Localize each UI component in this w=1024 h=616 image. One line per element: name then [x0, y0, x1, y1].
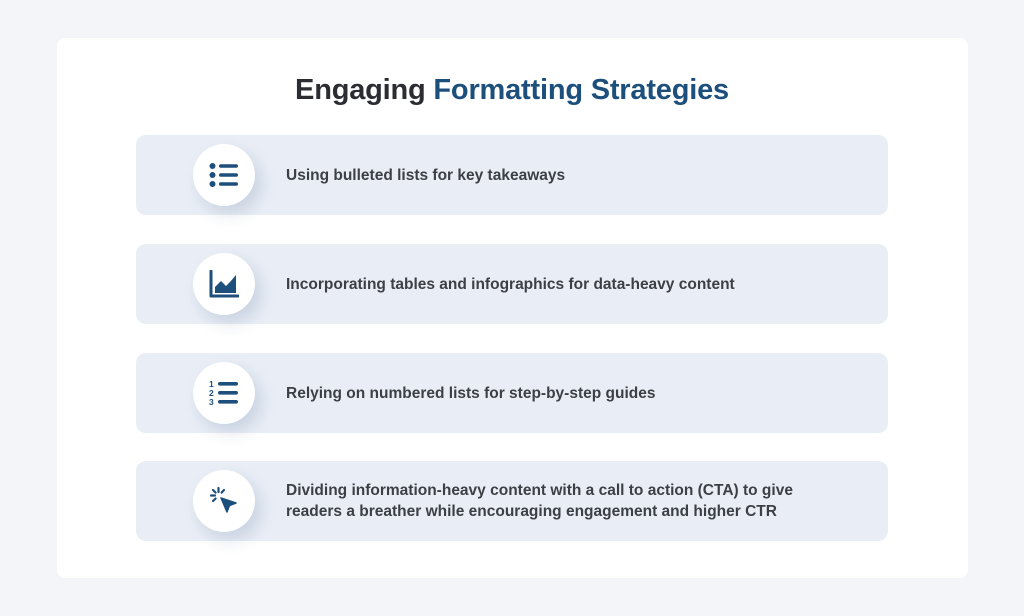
- area-chart-icon: [193, 253, 255, 315]
- strategy-text: Using bulleted lists for key takeaways: [286, 166, 566, 184]
- title-part-dark: Engaging: [295, 74, 426, 106]
- bulleted-list-icon: [193, 144, 255, 206]
- numbered-list-icon: 1 2 3: [193, 362, 255, 424]
- cursor-click-icon: [193, 470, 255, 532]
- strategy-row: Incorporating tables and infographics fo…: [136, 244, 888, 324]
- svg-text:2: 2: [209, 388, 214, 398]
- title-part-accent: Formatting Strategies: [433, 74, 729, 106]
- strategy-row: Dividing information-heavy content with …: [136, 461, 888, 541]
- strategy-row: Using bulleted lists for key takeaways: [136, 135, 888, 215]
- svg-text:1: 1: [209, 379, 214, 389]
- page-title: Engaging Formatting Strategies: [0, 72, 1024, 108]
- strategy-row: 1 2 3 Relying on numbered lists for step…: [136, 353, 888, 433]
- svg-text:3: 3: [209, 397, 214, 407]
- strategy-text: Relying on numbered lists for step-by-st…: [286, 384, 656, 402]
- strategy-text: Incorporating tables and infographics fo…: [286, 275, 735, 293]
- strategy-text: Dividing information-heavy content with …: [286, 482, 793, 520]
